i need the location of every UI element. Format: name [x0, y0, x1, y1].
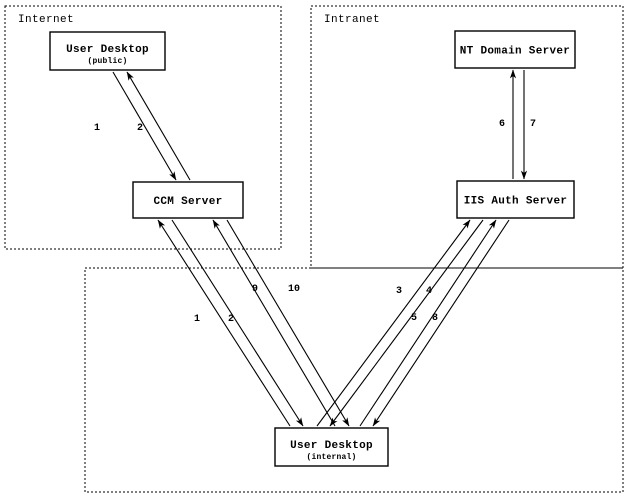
step-label-flow-2-internal: 2 [228, 314, 234, 325]
zone-boundary-internet [4, 5, 282, 250]
node-subtitle-user-desktop-internal: (internal) [306, 453, 356, 462]
step-label-flow-9: 9 [252, 284, 258, 295]
flow-arrow-flow-3 [316, 219, 471, 427]
flow-arrows [112, 69, 528, 427]
step-label-flow-6: 6 [499, 119, 505, 130]
step-label-flow-4: 4 [426, 286, 432, 297]
node-subtitle-user-desktop-public: (public) [87, 57, 127, 66]
flow-arrow-flow-1-public [112, 71, 177, 181]
node-title-iis-auth-server: IIS Auth Server [464, 196, 568, 208]
zone-label-internet: Internet [18, 14, 74, 26]
flow-arrow-flow-2-public [126, 71, 191, 181]
step-label-flow-2-public: 2 [137, 123, 143, 134]
node-ccm-server: CCM Server [132, 181, 244, 219]
node-iis-auth-server: IIS Auth Server [456, 180, 575, 219]
node-title-user-desktop-public: User Desktop [66, 44, 149, 56]
node-title-ccm-server: CCM Server [153, 196, 222, 208]
flow-step-labels: 1 2 6 7 1 2 9 10 3 4 5 8 [94, 119, 536, 325]
node-title-nt-domain-server: NT Domain Server [460, 46, 570, 58]
node-box-iis-auth-server [456, 180, 575, 219]
step-label-flow-1-public: 1 [94, 123, 100, 134]
flow-arrow-flow-2-internal [171, 219, 304, 427]
flow-arrow-flow-5 [359, 219, 497, 427]
node-user-desktop-public: User Desktop(public) [49, 31, 166, 71]
step-label-flow-5: 5 [411, 313, 417, 324]
zone-boundaries: Internet Intranet [4, 5, 624, 493]
flow-arrow-flow-10 [226, 219, 350, 427]
flow-arrow-flow-1-internal [157, 219, 291, 427]
node-title-user-desktop-internal: User Desktop [290, 440, 373, 452]
flow-arrow-flow-4 [329, 219, 484, 427]
zone-label-intranet: Intranet [324, 14, 380, 26]
node-box-ccm-server [132, 181, 244, 219]
zone-boundary-internal [84, 267, 624, 493]
step-label-flow-8: 8 [432, 313, 438, 324]
node-box-user-desktop-public [49, 31, 166, 71]
flow-arrow-flow-8 [372, 219, 510, 427]
node-box-user-desktop-internal [274, 427, 389, 467]
step-label-flow-10: 10 [288, 284, 300, 295]
step-label-flow-7: 7 [530, 119, 536, 130]
flow-arrow-flow-9 [212, 219, 336, 427]
step-label-flow-3: 3 [396, 286, 402, 297]
node-nt-domain-server: NT Domain Server [454, 30, 576, 69]
node-box-nt-domain-server [454, 30, 576, 69]
node-user-desktop-internal: User Desktop(internal) [274, 427, 389, 467]
step-label-flow-1-internal: 1 [194, 314, 200, 325]
